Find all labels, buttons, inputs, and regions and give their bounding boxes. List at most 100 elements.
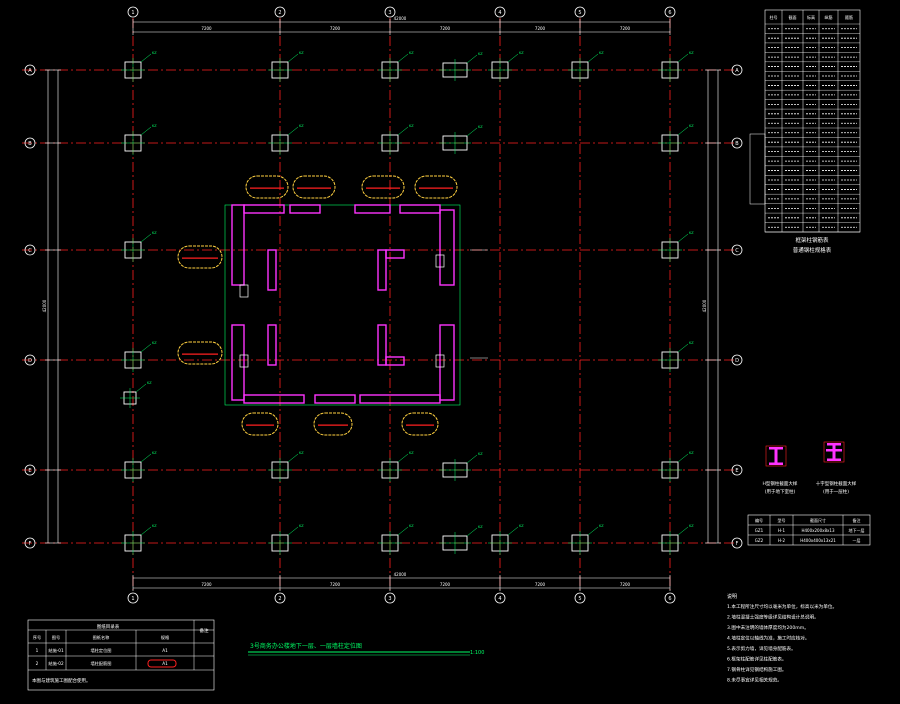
core-outline [224, 204, 461, 406]
table-side-note [749, 133, 766, 205]
small-table-cell: H-2 [778, 538, 785, 543]
section-details: H型钢柱截面大样(用于地下室柱)十字型钢柱截面大样(用于一层柱) [763, 441, 857, 495]
axis-bubble-left [24, 244, 36, 256]
table-subtitle: 普通钢柱规格表 [793, 246, 832, 254]
column-tag: KZ [409, 51, 414, 55]
title-block-cell: 墙柱配筋图 [91, 660, 112, 667]
column-tag: KZ [152, 451, 157, 455]
small-table-header: 备注 [853, 517, 861, 523]
axis-label-left: B [28, 141, 32, 147]
core-walls [177, 175, 488, 436]
wall [439, 324, 455, 401]
dim-total: 42000 [702, 299, 707, 312]
column-tag: KZ [478, 125, 483, 129]
title-block-cell: 1 [36, 648, 39, 653]
notes-line: 6.框架柱配筋详见柱配筋表。 [727, 656, 787, 663]
wall-opening [239, 354, 249, 368]
axis-label-bottom: 5 [578, 596, 581, 602]
axis-label-bottom: 6 [668, 596, 671, 602]
column-table: 柱号截面标高纵筋箍筋框架柱钢筋表普通钢柱规格表 [749, 9, 861, 254]
axis-label-bottom: 2 [278, 596, 281, 602]
axis-bubble-left [24, 537, 36, 549]
table-header: 柱号 [770, 14, 778, 20]
revision-cloud [361, 175, 405, 199]
section-flange [827, 443, 841, 446]
column-leader [677, 53, 689, 63]
title-block-cell: A1 [162, 661, 168, 666]
small-table-cell: H-1 [778, 528, 785, 533]
title-block-stamp [147, 659, 177, 668]
axis-bubble-top [574, 6, 586, 18]
dim-text: 7200 [535, 26, 546, 31]
column-leader [397, 126, 409, 136]
dim-text: 7200 [620, 582, 631, 587]
notes-line: 8.未尽事宜详见相关规范。 [727, 677, 782, 684]
wall [267, 324, 277, 366]
revision-cloud [177, 341, 223, 365]
revision-cloud [245, 175, 289, 199]
axis-bubble-top [664, 6, 676, 18]
wall [385, 356, 405, 366]
axis-label-left: F [29, 541, 32, 547]
column-tag: KZ [152, 51, 157, 55]
wall [243, 204, 285, 214]
column-leader [466, 527, 478, 537]
dim-text: 7200 [535, 582, 546, 587]
axis-bubble-bottom [274, 592, 286, 604]
table-header: 截面 [789, 14, 797, 20]
wall [289, 204, 321, 214]
title-block-cell: A1 [162, 648, 168, 653]
column-leader [466, 54, 478, 64]
column-leader [397, 526, 409, 536]
axis-label-left: E [28, 468, 31, 474]
notes-line: 5.表示剪力墙，详见墙身配筋表。 [727, 645, 796, 652]
column-tag: KZ [299, 524, 304, 528]
section-outline [823, 441, 845, 463]
section-flange [769, 447, 783, 450]
wall [231, 204, 245, 286]
detail-subcaption-left: (用于地下室柱) [765, 488, 796, 495]
column-tag: KZ [599, 524, 604, 528]
small-table-cell: 地下一层 [849, 527, 865, 533]
column-leader [140, 233, 152, 243]
column-leader [287, 526, 299, 536]
column-leader [466, 127, 478, 137]
table-title: 框架柱钢筋表 [795, 236, 829, 244]
small-table-frame [747, 514, 871, 546]
notes-line: 4.墙柱定位以轴线为准，施工时应核对。 [727, 635, 809, 642]
revision-cloud [241, 412, 279, 436]
column-tag: KZ [478, 525, 483, 529]
dim-text: 7200 [201, 582, 212, 587]
column-leader [140, 453, 152, 463]
axis-label-right: A [735, 68, 739, 74]
wall-opening [435, 254, 445, 268]
notes-line: 3.图中未注明的墙体厚度均为200mm。 [727, 624, 809, 631]
column-tag: KZ [689, 451, 694, 455]
dim-total: 42000 [42, 299, 47, 312]
column-leader [677, 453, 689, 463]
revision-cloud [313, 412, 353, 436]
axis-bubble-right [731, 64, 743, 76]
wall-opening [435, 354, 445, 368]
small-table-header: 截面尺寸 [810, 517, 826, 523]
column-tag: KZ [299, 451, 304, 455]
small-table-cell: H400x200x8x13 [801, 528, 834, 533]
drawing-title: 3号商务办公楼地下一层、一层墙柱定位图 [250, 642, 362, 650]
revision-cloud [401, 412, 439, 436]
column-leader [287, 126, 299, 136]
column-leader [140, 343, 152, 353]
column-tag: KZ [299, 124, 304, 128]
dim-text: 7200 [330, 582, 341, 587]
section-web [774, 448, 778, 464]
title-block-cell: 图号 [52, 635, 60, 641]
detail-subcaption-right: (用于一层柱) [823, 488, 849, 495]
axis-label-right: F [736, 541, 739, 547]
column-leader [397, 53, 409, 63]
column-tag: KZ [478, 52, 483, 56]
detail-caption-left: H型钢柱截面大样 [763, 480, 798, 487]
column-tag: KZ [689, 524, 694, 528]
column-leader [677, 343, 689, 353]
column-tag: KZ [299, 51, 304, 55]
